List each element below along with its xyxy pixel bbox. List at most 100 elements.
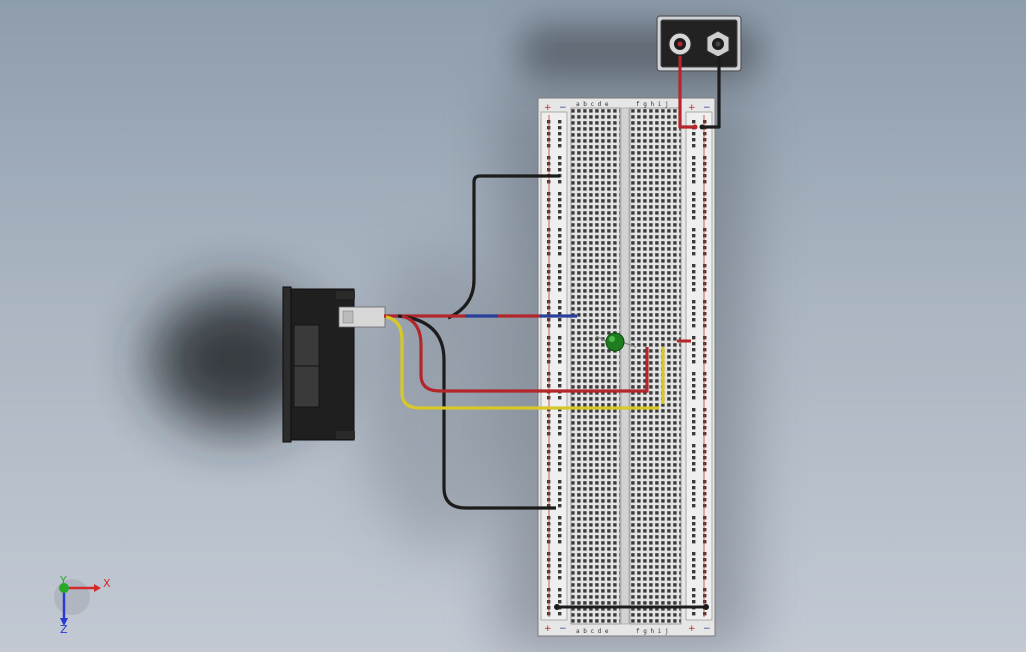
rail-hole bbox=[692, 312, 696, 316]
rail-hole bbox=[692, 192, 696, 196]
rail-hole bbox=[558, 192, 562, 196]
rail-hole bbox=[558, 432, 562, 436]
black-wire-to-power-top bbox=[702, 56, 721, 129]
rail-hole bbox=[703, 336, 707, 340]
rail-hole bbox=[558, 450, 562, 454]
rail-hole bbox=[703, 594, 707, 598]
rail-hole bbox=[692, 162, 696, 166]
rail-hole bbox=[703, 270, 707, 274]
power-jack[interactable] bbox=[656, 15, 742, 72]
column-labels-right-bottom: f g h i j bbox=[636, 628, 669, 635]
left-rail-minus-bottom: − bbox=[559, 624, 567, 634]
rail-hole bbox=[692, 246, 696, 250]
rail-hole bbox=[558, 216, 562, 220]
rail-hole bbox=[703, 204, 707, 208]
rail-hole bbox=[703, 600, 707, 604]
y-axis-dot bbox=[59, 583, 69, 593]
rail-hole bbox=[703, 276, 707, 280]
rail-hole bbox=[558, 588, 562, 592]
y-axis-label: Y bbox=[59, 574, 67, 587]
rail-hole bbox=[703, 162, 707, 166]
rail-hole bbox=[558, 540, 562, 544]
rail-hole bbox=[703, 486, 707, 490]
rail-hole bbox=[703, 354, 707, 358]
rail-hole bbox=[703, 234, 707, 238]
rail-hole bbox=[703, 252, 707, 256]
rail-hole bbox=[558, 252, 562, 256]
rail-hole bbox=[692, 516, 696, 520]
rail-hole bbox=[692, 276, 696, 280]
rail-hole bbox=[703, 384, 707, 388]
rail-hole bbox=[692, 612, 696, 616]
left-rail-plus-top: + bbox=[544, 103, 552, 113]
rail-hole bbox=[692, 564, 696, 568]
rail-hole bbox=[703, 210, 707, 214]
rail-hole bbox=[558, 198, 562, 202]
rail-hole bbox=[703, 318, 707, 322]
breadboard[interactable]: + − + − + − + − a b c d e f g h i j a b … bbox=[537, 97, 716, 637]
rail-hole bbox=[703, 306, 707, 310]
rail-hole bbox=[558, 498, 562, 502]
rail-hole bbox=[703, 456, 707, 460]
rail-hole bbox=[692, 252, 696, 256]
rail-hole bbox=[558, 120, 562, 124]
rail-hole bbox=[703, 144, 707, 148]
rail-hole bbox=[692, 588, 696, 592]
rail-hole bbox=[558, 288, 562, 292]
rail-hole bbox=[558, 426, 562, 430]
rail-hole bbox=[692, 228, 696, 232]
rail-hole bbox=[558, 234, 562, 238]
rail-hole bbox=[558, 444, 562, 448]
rail-hole bbox=[692, 396, 696, 400]
rail-hole bbox=[703, 552, 707, 556]
rail-hole bbox=[692, 486, 696, 490]
rail-hole bbox=[703, 576, 707, 580]
rail-hole bbox=[558, 372, 562, 376]
red-terminal-post[interactable] bbox=[668, 32, 692, 56]
rail-hole bbox=[558, 336, 562, 340]
rail-hole bbox=[558, 240, 562, 244]
rail-hole bbox=[692, 354, 696, 358]
rail-hole bbox=[558, 276, 562, 280]
rail-hole bbox=[703, 300, 707, 304]
rail-hole bbox=[558, 360, 562, 364]
panel-voltmeter[interactable] bbox=[282, 286, 386, 443]
rail-hole bbox=[703, 450, 707, 454]
rail-hole bbox=[558, 396, 562, 400]
green-led[interactable] bbox=[595, 332, 637, 352]
rail-hole bbox=[703, 414, 707, 418]
rail-hole bbox=[692, 348, 696, 352]
rail-hole bbox=[692, 378, 696, 382]
rail-hole bbox=[703, 420, 707, 424]
rail-hole bbox=[692, 138, 696, 142]
rail-hole bbox=[692, 504, 696, 508]
right-rail-plus-bottom: + bbox=[688, 624, 696, 634]
rail-hole bbox=[558, 600, 562, 604]
rail-hole bbox=[703, 588, 707, 592]
rail-hole bbox=[692, 180, 696, 184]
rail-hole bbox=[558, 156, 562, 160]
rail-hole bbox=[703, 342, 707, 346]
black-terminal-post[interactable] bbox=[706, 30, 730, 58]
rail-hole bbox=[703, 360, 707, 364]
rail-hole bbox=[703, 174, 707, 178]
rail-hole bbox=[703, 156, 707, 160]
rail-hole bbox=[703, 282, 707, 286]
rail-hole bbox=[558, 564, 562, 568]
rail-hole bbox=[703, 180, 707, 184]
rail-hole bbox=[558, 228, 562, 232]
column-labels-right-top: f g h i j bbox=[636, 101, 669, 108]
rail-hole bbox=[692, 408, 696, 412]
rail-hole bbox=[558, 126, 562, 130]
rail-hole bbox=[703, 288, 707, 292]
rail-hole bbox=[703, 570, 707, 574]
rail-hole bbox=[692, 300, 696, 304]
rail-hole bbox=[558, 246, 562, 250]
rail-hole bbox=[558, 486, 562, 490]
rail-hole bbox=[692, 264, 696, 268]
rail-hole bbox=[558, 204, 562, 208]
rail-hole bbox=[703, 540, 707, 544]
red-wire-lower bbox=[401, 314, 649, 393]
